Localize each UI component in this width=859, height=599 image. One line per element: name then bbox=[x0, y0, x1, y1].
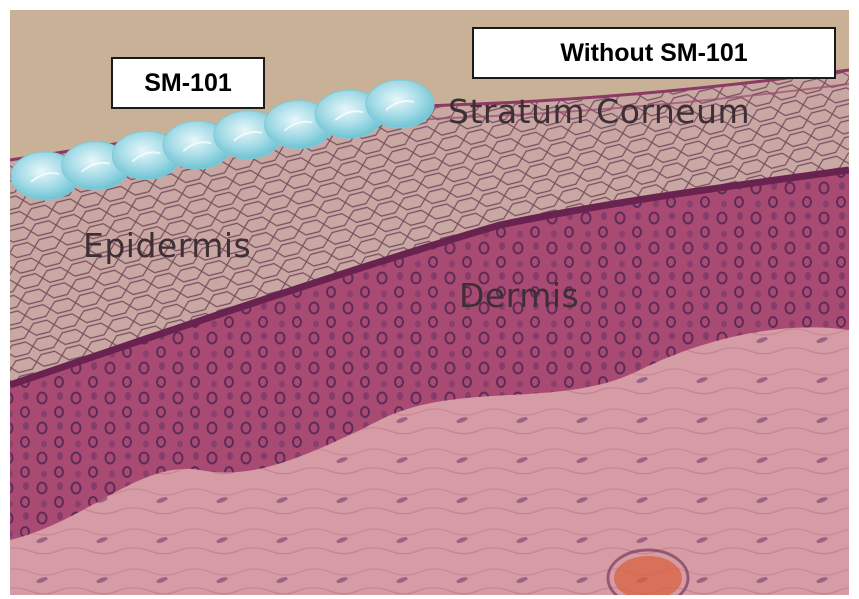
epidermis-label: Epidermis bbox=[83, 226, 251, 265]
stratum-corneum-label: Stratum Corneum bbox=[448, 92, 750, 131]
blood-vessel bbox=[614, 556, 682, 599]
dermis-label: Dermis bbox=[459, 276, 579, 315]
without-sm-101-label-box: Without SM-101 bbox=[472, 27, 836, 79]
sm-101-particle bbox=[366, 80, 434, 128]
sm-101-label-box: SM-101 bbox=[111, 57, 265, 109]
